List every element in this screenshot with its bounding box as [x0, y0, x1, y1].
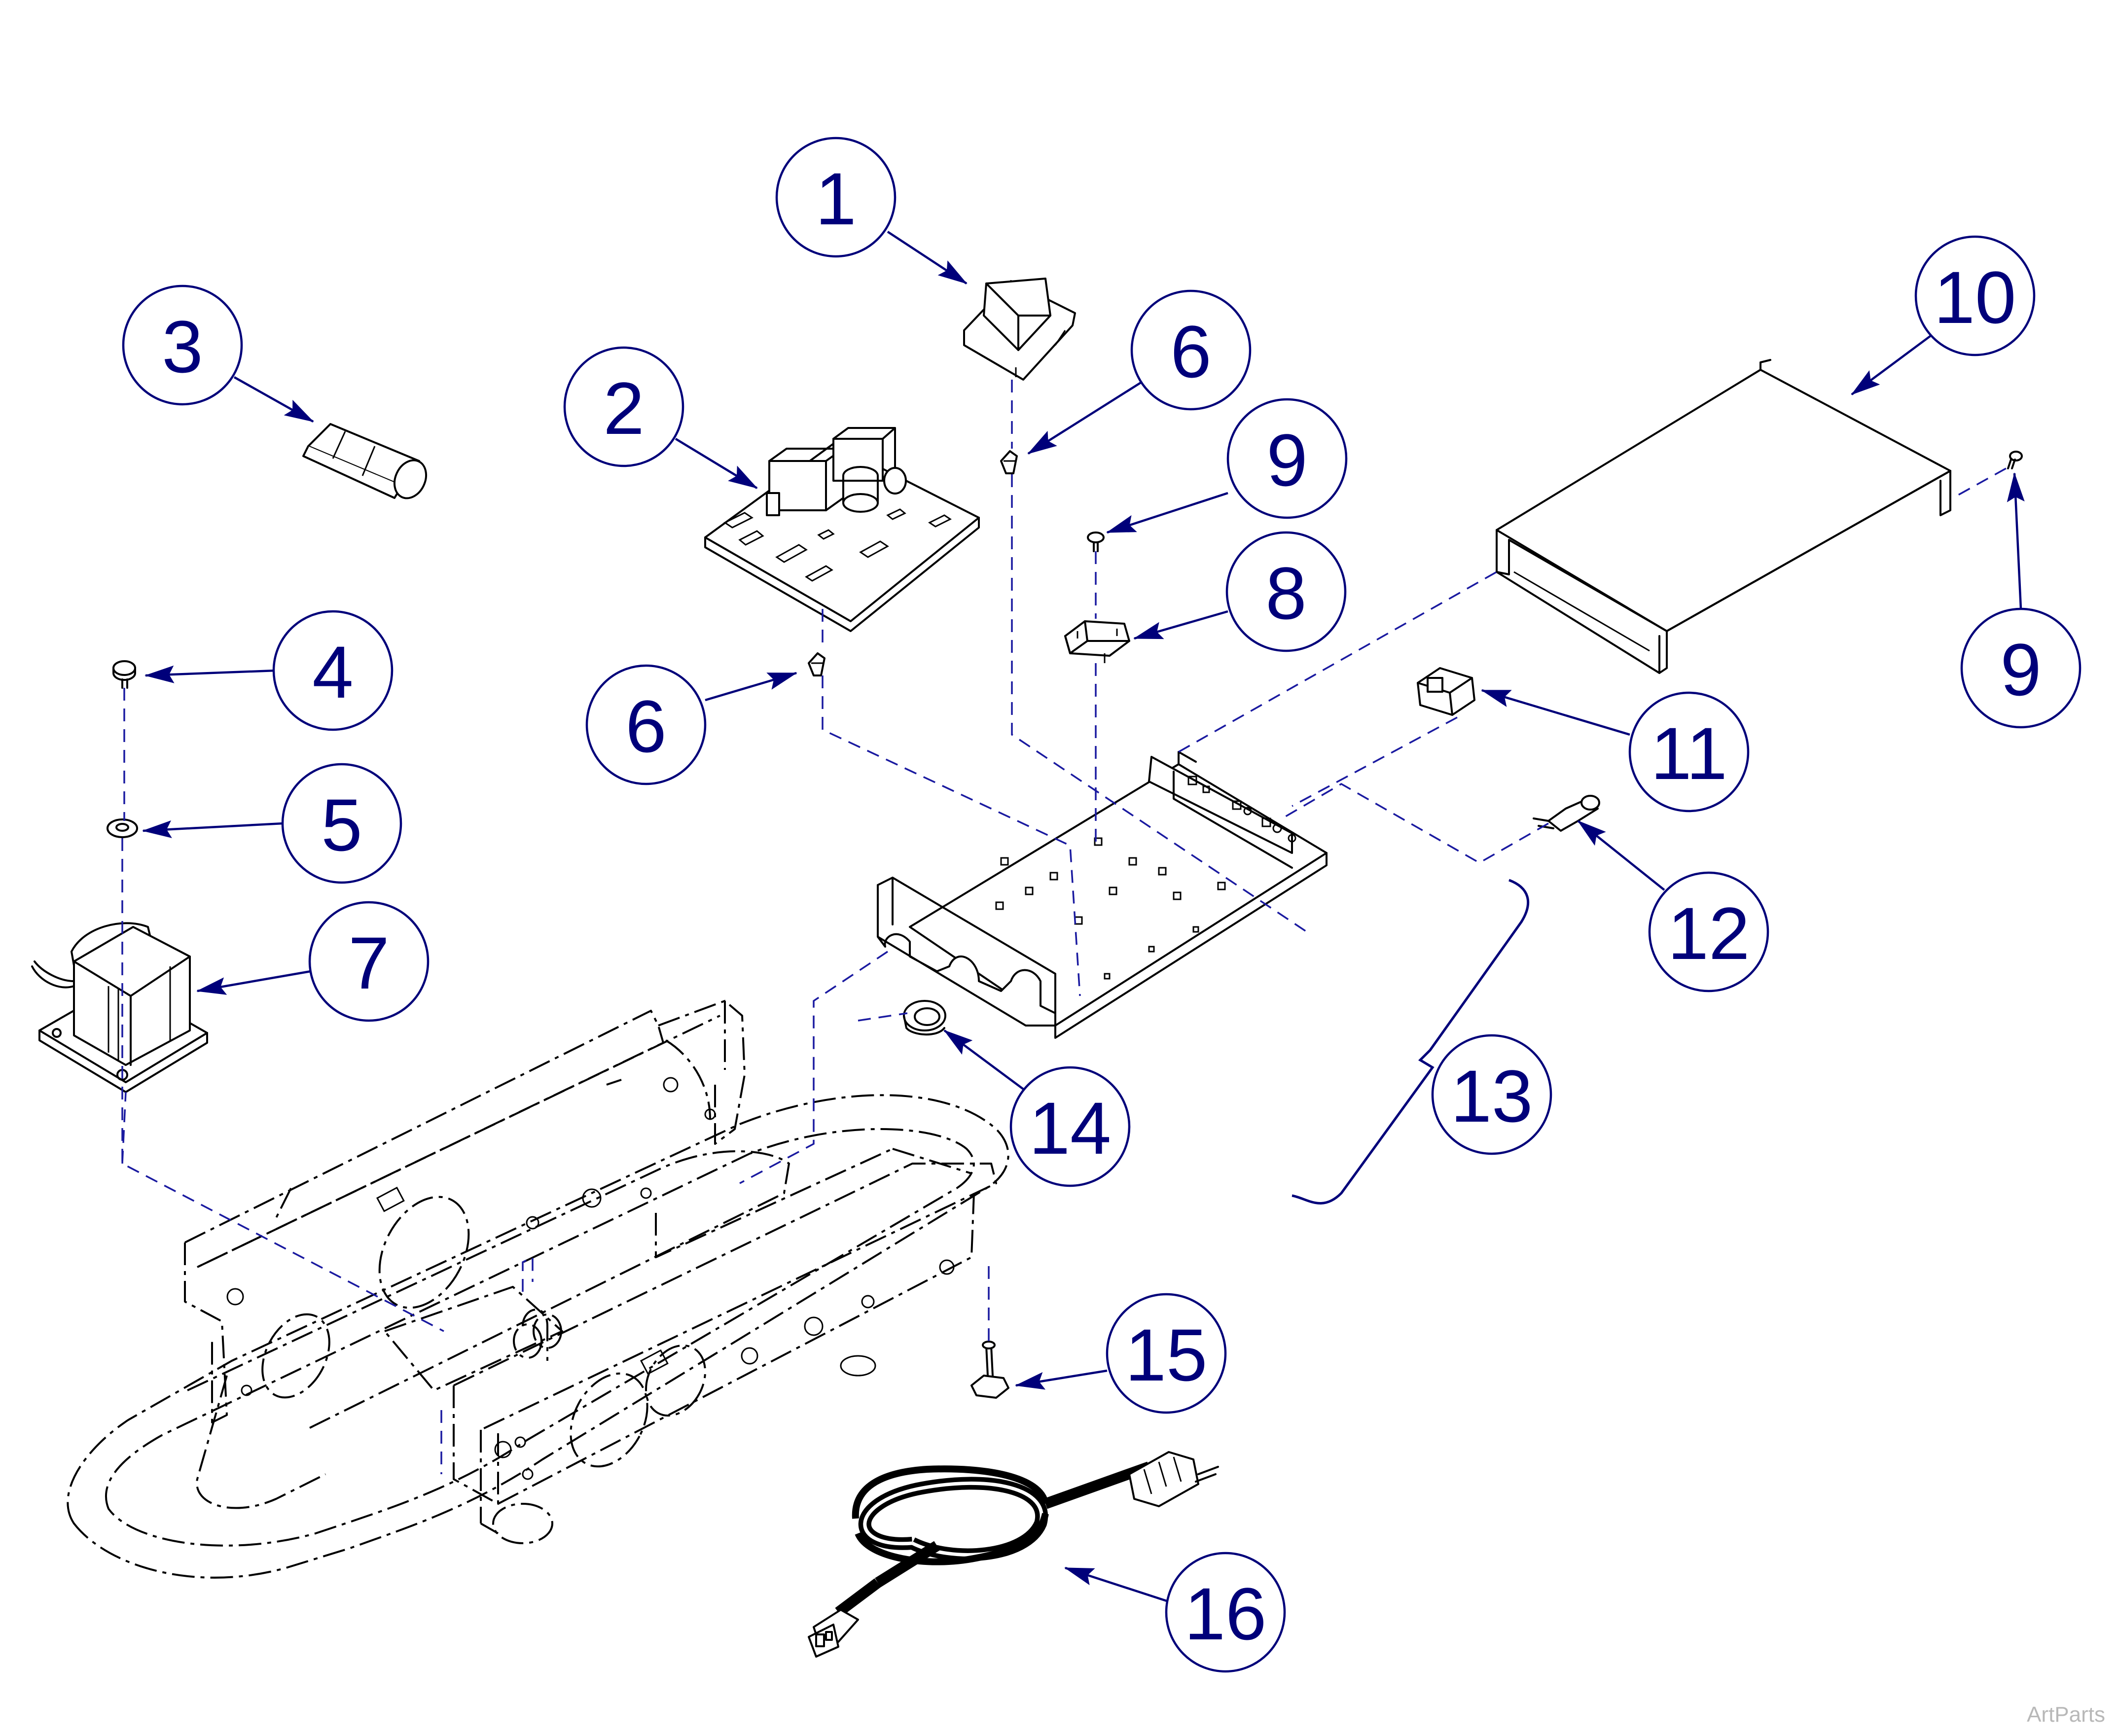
- callout-2-label: 2: [603, 367, 644, 450]
- part-3-cylinder: [302, 423, 428, 499]
- part-10-cover: [1496, 359, 1951, 674]
- callout-3-label: 3: [162, 305, 203, 388]
- callout-12: 12: [1648, 871, 1769, 992]
- callout-15-label: 15: [1125, 1313, 1208, 1396]
- callout-5: 5: [281, 763, 402, 884]
- part-2-circuit-board: [704, 427, 980, 632]
- callout-8-label: 8: [1265, 552, 1306, 635]
- callout-9-right-label: 9: [2000, 628, 2041, 711]
- callouts: 1 2 3 4 5 6 6 7: [122, 137, 2082, 1673]
- callout-11: 11: [1628, 691, 1750, 813]
- part-6-clip-upper: [1000, 450, 1018, 474]
- callout-13: 13: [1431, 1034, 1552, 1155]
- callout-8: 8: [1225, 531, 1347, 652]
- assembly-dashed-lines: [121, 380, 2007, 1474]
- callout-leaders: [142, 231, 2025, 1604]
- callout-4: 4: [272, 610, 394, 731]
- callout-7: 7: [308, 901, 430, 1022]
- callout-9-upper: 9: [1226, 398, 1348, 519]
- part-7-transformer: [31, 922, 208, 1093]
- callout-15: 15: [1106, 1293, 1227, 1414]
- callout-13-label: 13: [1451, 1055, 1533, 1137]
- callout-6-upper-label: 6: [1170, 310, 1211, 393]
- callout-2: 2: [563, 346, 684, 467]
- callout-12-label: 12: [1668, 892, 1750, 975]
- part-12-fuse-holder: [1533, 795, 1600, 832]
- base-frame-phantom: [67, 1000, 1009, 1579]
- callout-9-right: 9: [1960, 607, 2082, 729]
- part-6-clip-lower: [808, 652, 826, 676]
- part-15-foot: [970, 1341, 1009, 1399]
- callout-6-upper: 6: [1130, 289, 1252, 411]
- callout-16: 16: [1165, 1552, 1286, 1673]
- callout-5-label: 5: [321, 783, 362, 866]
- callout-1: 1: [775, 137, 897, 258]
- artparts-watermark: ArtParts: [2027, 1702, 2105, 1727]
- part-16-power-cord: [808, 1451, 1219, 1658]
- part-14-grommet: [903, 1000, 946, 1036]
- callout-7-label: 7: [348, 921, 389, 1004]
- part-4-screw: [112, 660, 136, 689]
- callout-4-label: 4: [312, 631, 353, 713]
- part-1-relay: [963, 278, 1076, 381]
- callout-6-lower-label: 6: [625, 685, 666, 768]
- callout-9-upper-label: 9: [1266, 419, 1307, 501]
- callout-11-label: 11: [1651, 712, 1727, 795]
- chassis-tray: [877, 751, 1328, 1039]
- callout-10-label: 10: [1934, 256, 2016, 339]
- callout-1-label: 1: [815, 157, 856, 240]
- part-11-power-switch: [1417, 667, 1475, 716]
- part-9-screw-right: [2007, 451, 2023, 469]
- part-9-screw-upper: [1087, 531, 1105, 552]
- callout-3: 3: [122, 284, 243, 406]
- callout-14: 14: [1009, 1066, 1131, 1187]
- callout-14-label: 14: [1029, 1087, 1112, 1169]
- callout-16-label: 16: [1185, 1572, 1267, 1655]
- callout-6-lower: 6: [585, 664, 707, 785]
- part-8-terminal-block: [1064, 620, 1130, 663]
- part-5-washer: [107, 818, 138, 838]
- callout-10: 10: [1914, 235, 2036, 356]
